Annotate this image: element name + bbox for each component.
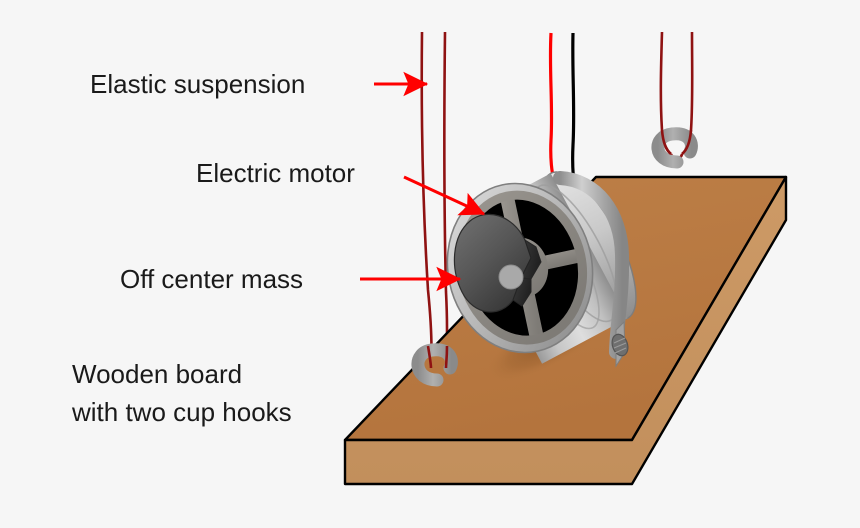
label-wooden-board-line-1: Wooden board [72, 359, 242, 389]
elastic-thread-left-inner-front [444, 345, 449, 369]
motor-shaft-pin [498, 264, 524, 290]
elastic-thread-right-inner-front [681, 129, 693, 156]
off-center-mass [453, 213, 542, 313]
cup-hook-right-curve [651, 127, 698, 169]
board-front-face [343, 175, 788, 486]
elastic-thread-left-outer-front [426, 345, 433, 369]
electric-motor-assembly [446, 171, 637, 368]
diagram-labels: Elastic suspension Electric motor Off ce… [71, 69, 355, 427]
label-electric-motor: Electric motor [196, 158, 355, 188]
motor-mounting-bracket [553, 171, 630, 368]
bracket-strap [553, 171, 630, 359]
cup-hook-left [411, 343, 458, 428]
elastic-thread-right-outer-front [660, 129, 672, 156]
bracket-screw-slot [613, 337, 627, 354]
callout-arrows [360, 71, 486, 292]
power-wire-red [548, 32, 556, 183]
elastic-thread-left-overlap [426, 345, 449, 369]
arrow-electric-motor [403, 175, 486, 216]
label-wooden-board-line-2: with two cup hooks [71, 397, 292, 427]
cup-hook-left-curve [411, 343, 458, 387]
cup-hook-right [651, 127, 698, 209]
label-off-center-mass: Off center mass [120, 264, 303, 294]
label-elastic-suspension: Elastic suspension [90, 69, 305, 99]
elastic-thread-right-overlap [660, 129, 693, 156]
